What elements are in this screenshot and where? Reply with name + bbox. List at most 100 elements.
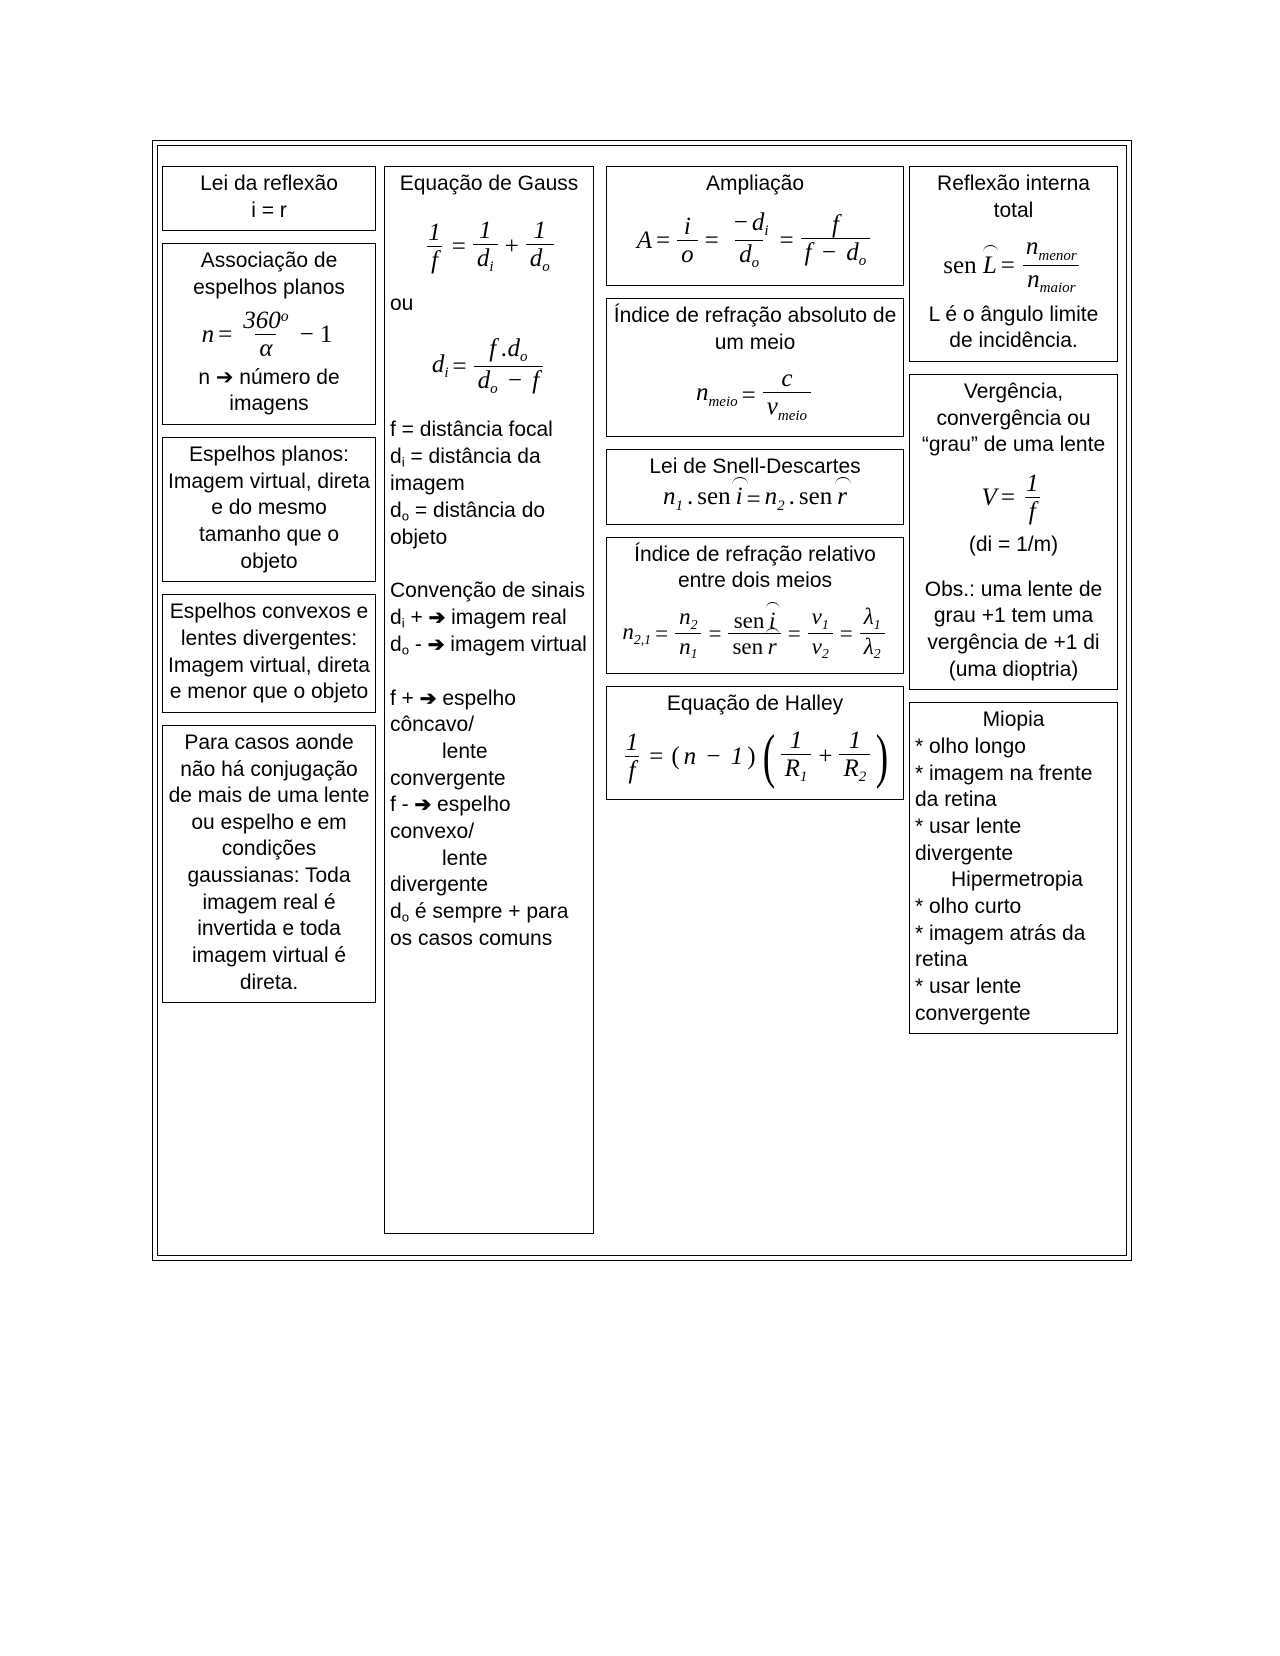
ampliacao-formula: A = i o = −di do = f f − do bbox=[612, 210, 898, 272]
indice-absoluto-formula: nmeio = c vmeio bbox=[612, 366, 898, 423]
associacao-espelhos-note: n ➔ número de imagens bbox=[198, 365, 340, 416]
hipermetropia-item-2: * imagem atrás da retina bbox=[915, 921, 1086, 972]
num-c: c bbox=[781, 365, 793, 393]
frac-1-over-f-halley: 1 f bbox=[622, 730, 643, 783]
num-1b: 1 bbox=[478, 216, 492, 244]
equals-sign-2: = bbox=[452, 352, 467, 380]
den-f-verg: f bbox=[1024, 497, 1040, 524]
gauss-formula-2: di = f .do do − f bbox=[390, 334, 588, 398]
hipermetropia-item-1: * olho curto bbox=[915, 894, 1022, 918]
frac-nmenor-over-nmaior: nmenor nmaior bbox=[1022, 234, 1081, 296]
degree-sign: o bbox=[280, 307, 289, 325]
sen-L: sen L bbox=[943, 251, 997, 279]
box-indice-absoluto: Índice de refração absoluto de um meio n… bbox=[606, 298, 904, 437]
num-sen-i: sen i bbox=[733, 607, 776, 633]
eq-6: = bbox=[655, 620, 669, 646]
box-reflexao-interna: Reflexão interna total sen L = nmenor nm… bbox=[909, 166, 1118, 363]
num-n2: n2 bbox=[679, 603, 698, 632]
sign-do-positive: do é sempre + para os casos comuns bbox=[390, 899, 569, 951]
miopia-item-3: * usar lente divergente bbox=[915, 815, 1022, 865]
box-associacao-espelhos: Associação de espelhos planos n = 360o α… bbox=[162, 243, 376, 425]
frac-c-over-vmeio: c vmeio bbox=[762, 365, 812, 423]
column-gauss: Equação de Gauss 1 f = 1 di + 1 do bbox=[376, 148, 594, 1246]
frac-one-over-f: 1 f bbox=[424, 220, 445, 273]
den-do: do bbox=[525, 243, 554, 275]
box-indice-relativo: Índice de refração relativo entre dois m… bbox=[606, 536, 904, 675]
num-1c: 1 bbox=[533, 216, 546, 244]
indice-relativo-formula: n2,1 = n2 n1 = sen i sen r = v1 v2 bbox=[612, 605, 898, 661]
di-lhs: di bbox=[431, 350, 449, 381]
indice-absoluto-title: Índice de refração absoluto de um meio bbox=[613, 304, 897, 354]
den-do2: do bbox=[735, 239, 764, 271]
equacao-gauss-title: Equação de Gauss bbox=[399, 172, 579, 195]
frac-lambda1-over-lambda2: λ1 λ2 bbox=[859, 603, 885, 661]
reflexao-interna-title: Reflexão interna total bbox=[937, 172, 1090, 222]
equals-sign: = bbox=[451, 232, 466, 260]
den-n-maior: nmaior bbox=[1023, 264, 1080, 296]
gauss-formula-1: 1 f = 1 di + 1 do bbox=[390, 218, 588, 275]
plus-halley: + bbox=[818, 742, 833, 770]
left-paren-big: ( bbox=[762, 722, 775, 789]
miopia-title: Miopia bbox=[982, 708, 1045, 732]
frac-minus-di-over-do: −di do bbox=[726, 210, 773, 272]
eq-3: = bbox=[779, 226, 794, 254]
frac-seni-over-senr: sen i sen r bbox=[728, 607, 781, 658]
box-lei-reflexao: Lei da reflexão i = r bbox=[162, 166, 376, 232]
frac-n2-over-n1: n2 n1 bbox=[675, 603, 702, 662]
box-espelhos-planos: Espelhos planos: Imagem virtual, direta … bbox=[162, 436, 376, 583]
gauss-convention: Convenção de sinais di + ➔ imagem real d… bbox=[390, 578, 588, 660]
frac-1-over-R2: 1 R2 bbox=[839, 726, 871, 785]
ampliacao-title: Ampliação bbox=[705, 172, 805, 195]
num-f-do: f .do bbox=[489, 334, 528, 365]
lei-reflexao-title: Lei da reflexão bbox=[200, 172, 338, 195]
num-1-verg: 1 bbox=[1025, 470, 1039, 498]
numerator-value: 360 bbox=[243, 306, 281, 334]
formula-denominator: α bbox=[255, 333, 277, 361]
V-symbol: V bbox=[981, 484, 997, 512]
gauss-signs: f + ➔ espelho côncavo/ lente convergente… bbox=[390, 686, 588, 953]
n21-symbol: n2,1 bbox=[622, 618, 652, 647]
num-1-R2: 1 bbox=[848, 726, 862, 754]
convention-do: do - ➔ imagem virtual bbox=[390, 633, 587, 658]
eq-8: = bbox=[787, 620, 801, 646]
num-n-menor: nmenor bbox=[1025, 233, 1077, 264]
eq-1: = bbox=[656, 226, 671, 254]
box-equacao-halley: Equação de Halley 1 f = (n − 1) ( 1 R1 + bbox=[606, 686, 904, 801]
den-n1: n1 bbox=[675, 632, 702, 662]
right-paren-big: ) bbox=[876, 722, 889, 789]
hipermetropia-item-3: * usar lente convergente bbox=[915, 974, 1031, 1025]
hipermetropia-subtitle: Hipermetropia bbox=[951, 868, 1083, 892]
A-symbol: A bbox=[636, 226, 653, 254]
eq-4: = bbox=[741, 381, 756, 409]
eq-10: = bbox=[649, 742, 664, 770]
formula-equals: = bbox=[218, 320, 233, 348]
num-f2: f bbox=[831, 210, 839, 238]
box-casos-gaussianos: Para casos aonde não há conjugação de ma… bbox=[162, 724, 376, 1004]
eq-5: = bbox=[746, 485, 761, 513]
column-mirrors: Lei da reflexão i = r Associação de espe… bbox=[160, 148, 376, 1015]
frac-f-over-f-minus-do: f f − do bbox=[800, 210, 871, 269]
column-refraction: Ampliação A = i o = −di do = f bbox=[594, 148, 904, 812]
sign-f-minus: f - ➔ espelho convexo/ bbox=[390, 793, 511, 843]
vergencia-title: Vergência, convergência ou “grau” de uma… bbox=[921, 380, 1106, 457]
sign-f-minus-lens: lente divergente bbox=[390, 846, 489, 897]
den-vmeio: vmeio bbox=[762, 392, 812, 423]
plus-sign: + bbox=[504, 232, 519, 260]
num-i: i bbox=[683, 212, 691, 240]
vergencia-spacer bbox=[915, 559, 1112, 577]
den-di: di bbox=[472, 243, 498, 275]
num-1: 1 bbox=[428, 218, 441, 246]
den-R2: R2 bbox=[839, 753, 871, 785]
snell-title: Lei de Snell-Descartes bbox=[649, 454, 861, 478]
associacao-espelhos-title: Associação de espelhos planos bbox=[193, 249, 345, 299]
lei-reflexao-formula: i = r bbox=[251, 198, 287, 222]
box-equacao-gauss: Equação de Gauss 1 f = 1 di + 1 do bbox=[384, 166, 594, 1234]
eq-2: = bbox=[704, 226, 719, 254]
num-lambda1: λ1 bbox=[863, 603, 881, 632]
den-o: o bbox=[677, 239, 698, 267]
num-minus-di: −di bbox=[733, 208, 769, 239]
halley-formula: 1 f = (n − 1) ( 1 R1 + 1 R2 ) bbox=[612, 722, 898, 789]
def-f: f = distância focal bbox=[390, 418, 553, 442]
n1-sen-i: n1.sen i bbox=[663, 483, 743, 514]
